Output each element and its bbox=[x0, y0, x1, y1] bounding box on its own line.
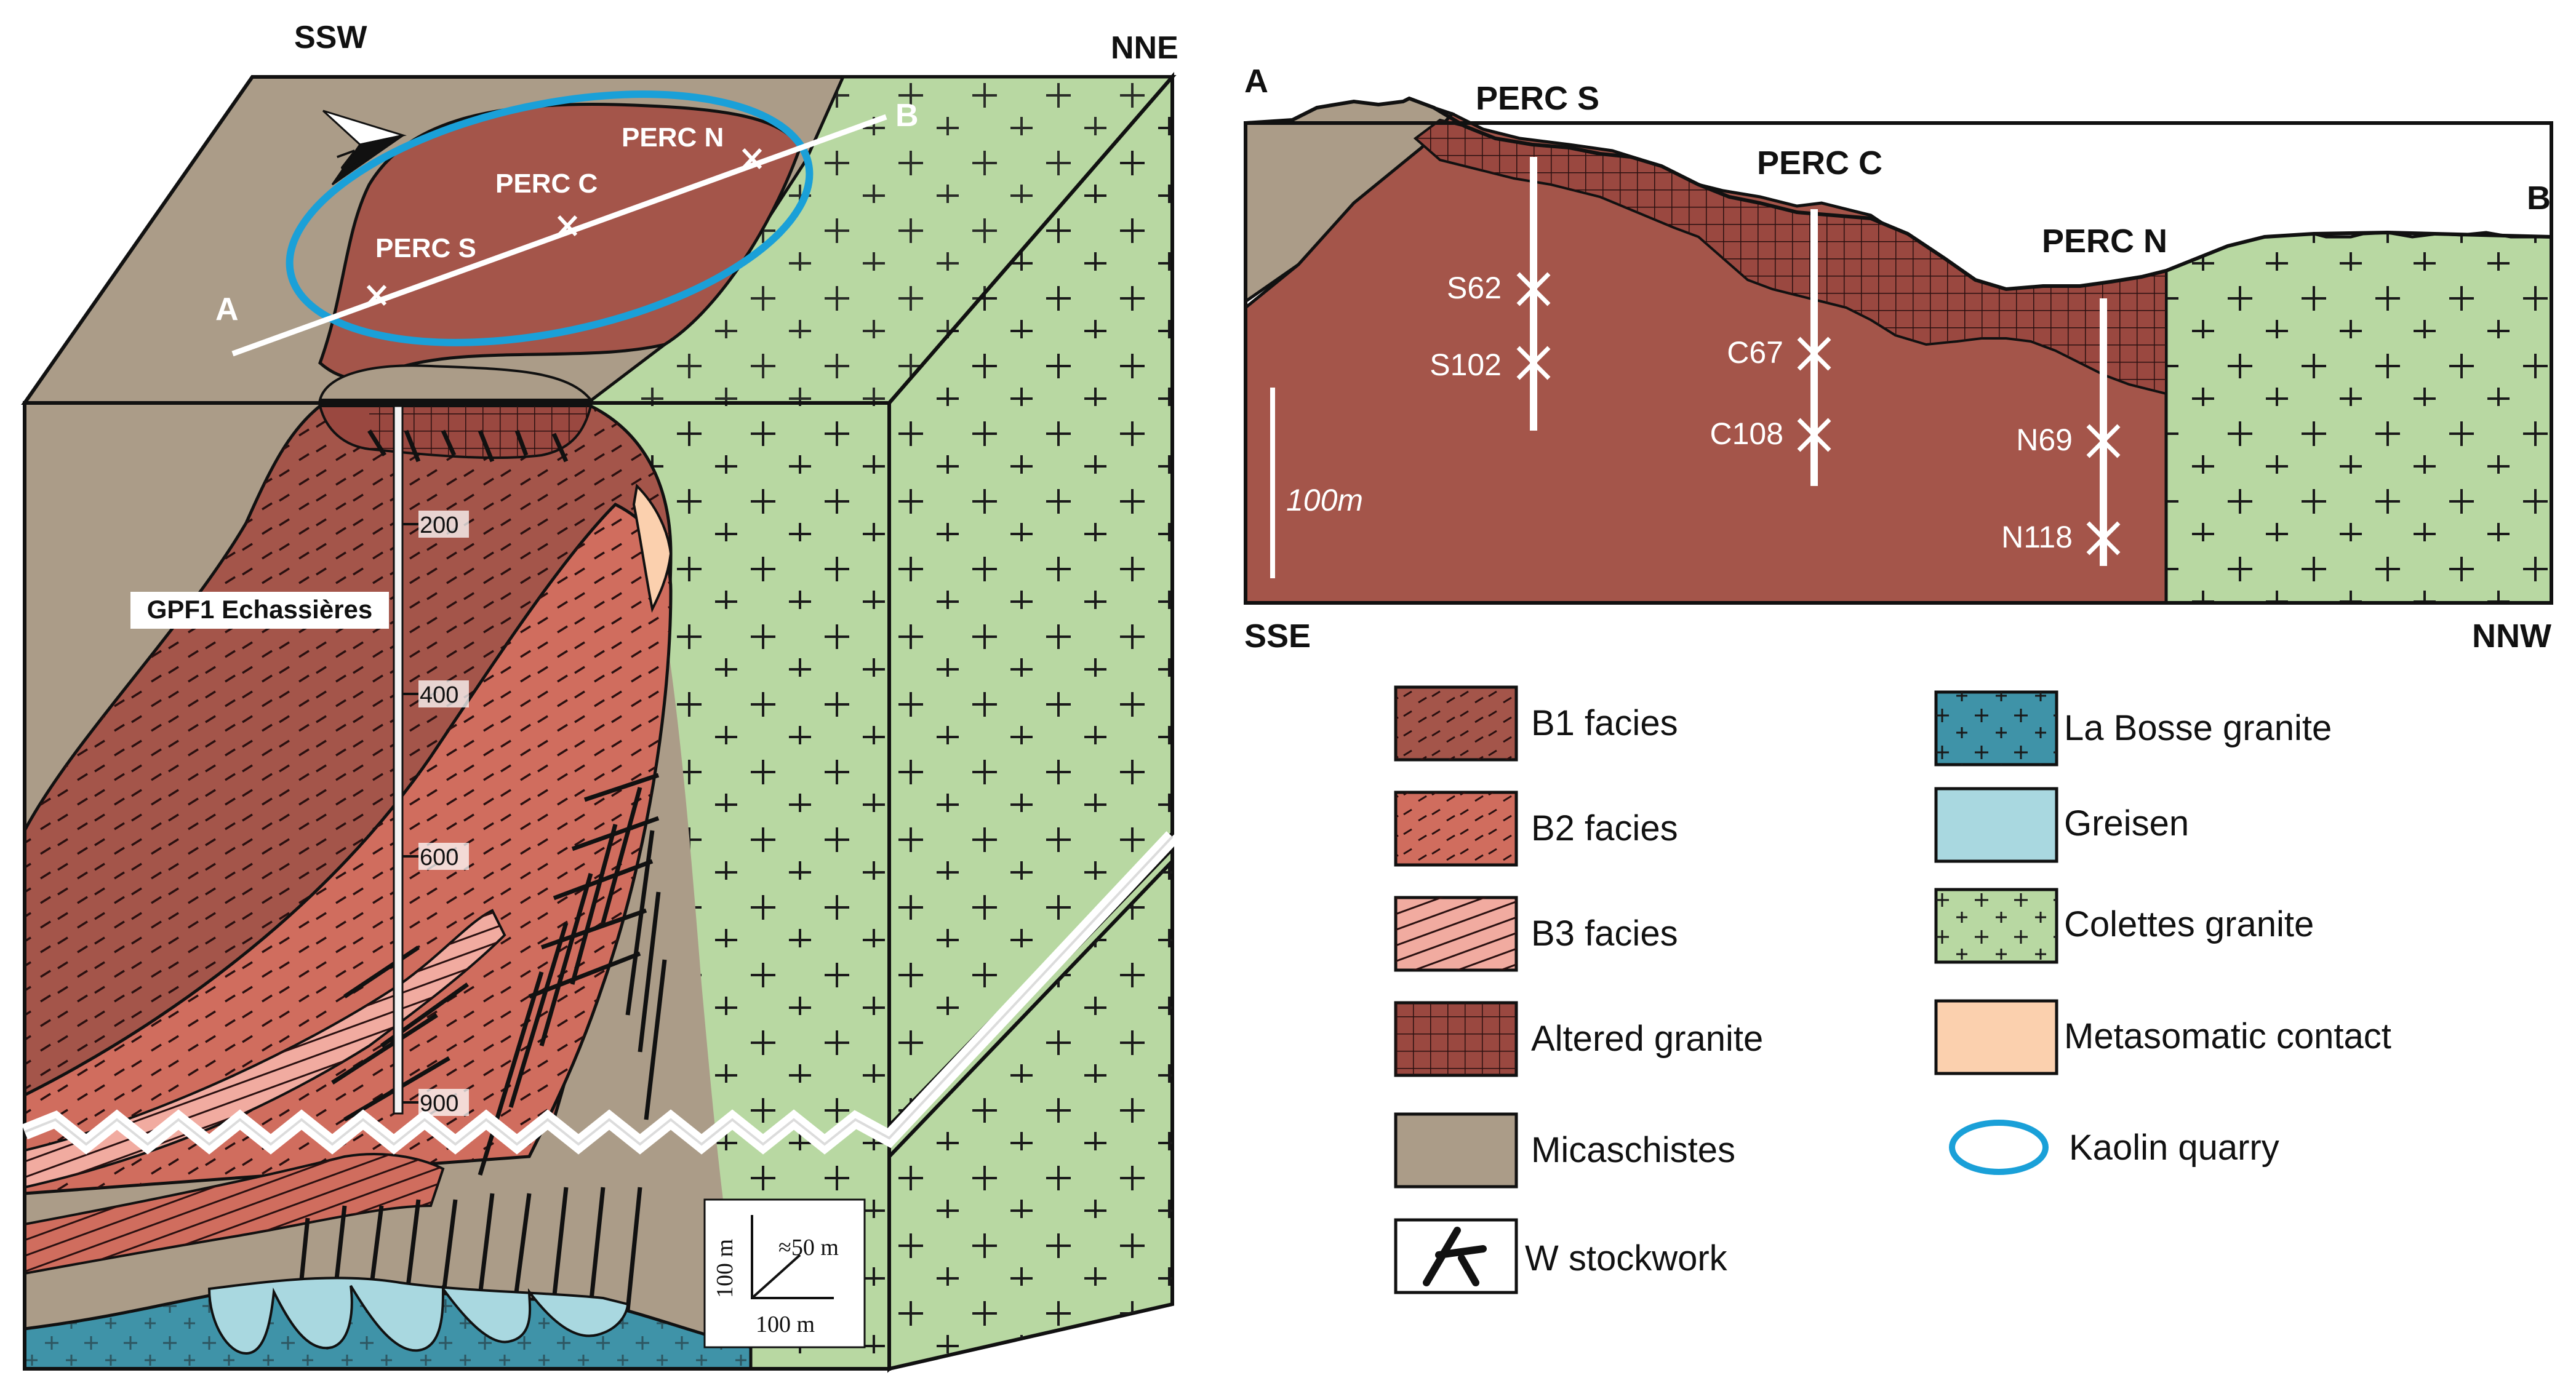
metasomatic-contact-body bbox=[632, 483, 673, 613]
cross-section: S62 S102 C67 C108 N69 N118 100m PERC S P… bbox=[1244, 63, 2553, 655]
profile-site-markers bbox=[366, 148, 762, 306]
b2-facies-swatch bbox=[1394, 791, 1518, 867]
altered-granite-swatch bbox=[1394, 1001, 1518, 1077]
b3-facies-swatch bbox=[1394, 896, 1518, 972]
section-orient-left: SSE bbox=[1244, 618, 1311, 655]
depth-tick-400: 400 bbox=[420, 682, 458, 708]
scale-vertical-label: 100 m bbox=[712, 1239, 738, 1298]
depth-tick-900: 900 bbox=[420, 1091, 458, 1117]
profile-start-label: A bbox=[215, 292, 239, 327]
colettes-granite-swatch bbox=[1934, 888, 2058, 964]
legend-b3-label: B3 facies bbox=[1531, 914, 1678, 954]
sample-n69: N69 bbox=[2016, 423, 2073, 457]
depth-tick-200: 200 bbox=[420, 512, 458, 538]
w-stockwork-veins bbox=[293, 429, 667, 1354]
greisen-body bbox=[207, 1277, 630, 1355]
legend-micaschistes-label: Micaschistes bbox=[1531, 1130, 1735, 1170]
legend-b2-label: B2 facies bbox=[1531, 808, 1678, 848]
block-site-perc-c: PERC C bbox=[495, 169, 598, 199]
legend-metasomatic-label: Metasomatic contact bbox=[2064, 1016, 2391, 1056]
borehole-label: GPF1 Echassières bbox=[147, 595, 373, 624]
block-site-perc-s: PERC S bbox=[375, 233, 476, 263]
b1-facies-swatch bbox=[1394, 685, 1518, 762]
block-scale-bar: 100 m ≈50 m 100 m bbox=[703, 1198, 866, 1348]
block-diagram: 200 400 600 900 GPF1 Echassières A B PER… bbox=[21, 20, 1178, 1373]
sample-s102: S102 bbox=[1430, 348, 1502, 382]
metasomatic-contact-swatch bbox=[1934, 999, 2058, 1075]
legend: B1 facies B2 facies B3 facies Altered gr… bbox=[1394, 685, 2391, 1294]
legend-stockwork-label: W stockwork bbox=[1525, 1238, 1728, 1278]
kaolin-quarry-outline bbox=[286, 90, 814, 346]
sample-c108: C108 bbox=[1710, 416, 1783, 451]
sample-s62: S62 bbox=[1447, 271, 1502, 305]
micaschistes-swatch bbox=[1394, 1112, 1518, 1189]
scale-depth-label: ≈50 m bbox=[778, 1235, 839, 1261]
section-site-perc-n: PERC N bbox=[2042, 223, 2167, 260]
scale-horizontal-label: 100 m bbox=[756, 1312, 815, 1337]
section-scale-label: 100m bbox=[1286, 483, 1363, 517]
sample-n118: N118 bbox=[2001, 520, 2073, 554]
greisen-swatch bbox=[1934, 787, 2058, 863]
legend-colettes-label: Colettes granite bbox=[2064, 904, 2314, 944]
la-bosse-granite-swatch bbox=[1934, 690, 2058, 767]
legend-b1-label: B1 facies bbox=[1531, 703, 1678, 743]
sample-c67: C67 bbox=[1727, 335, 1783, 370]
block-orient-right: NNE bbox=[1111, 30, 1178, 66]
legend-greisen-label: Greisen bbox=[2064, 803, 2189, 843]
section-orient-right: NNW bbox=[2472, 618, 2551, 655]
gpf1-borehole: 200 400 600 900 bbox=[393, 405, 469, 1117]
profile-end-label: B bbox=[895, 98, 919, 133]
section-break bbox=[22, 831, 1178, 1155]
section-site-perc-s: PERC S bbox=[1476, 80, 1599, 117]
section-sample-markers bbox=[1516, 272, 2121, 556]
kaolin-quarry-icon bbox=[1949, 1120, 2049, 1175]
block-orient-left: SSW bbox=[294, 20, 367, 55]
w-stockwork-icon bbox=[1394, 1218, 1518, 1294]
legend-altered-label: Altered granite bbox=[1531, 1019, 1763, 1059]
section-end-right: B bbox=[2527, 180, 2551, 217]
section-site-perc-c: PERC C bbox=[1757, 145, 1882, 181]
north-arrow-icon: N bbox=[322, 110, 407, 186]
section-drill-holes bbox=[1530, 157, 2107, 566]
block-site-perc-n: PERC N bbox=[622, 122, 724, 153]
depth-tick-600: 600 bbox=[420, 845, 458, 870]
section-end-left: A bbox=[1244, 63, 1268, 100]
legend-la-bosse-label: La Bosse granite bbox=[2064, 708, 2332, 748]
legend-kaolin-label: Kaolin quarry bbox=[2069, 1128, 2279, 1168]
